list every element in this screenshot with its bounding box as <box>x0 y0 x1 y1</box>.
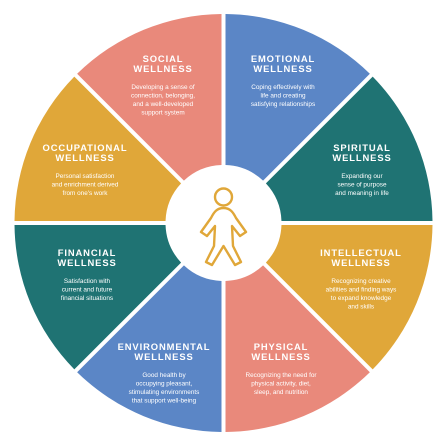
segment-desc-occupational-line-1: Personal satisfaction <box>56 173 115 180</box>
segment-desc-social-line-4: support system <box>141 110 184 117</box>
segments-layer <box>14 14 433 432</box>
segment-desc-environmental-line-3: stimulating environments <box>129 389 200 396</box>
segment-title-emotional-line-2: WELLNESS <box>253 63 312 74</box>
segment-desc-physical-line-1: Recognizing the need for <box>245 372 317 379</box>
segment-environmental <box>77 265 222 432</box>
segment-desc-occupational-line-2: and enrichment derived <box>52 182 119 189</box>
segment-title-financial-line-2: WELLNESS <box>57 257 116 268</box>
person-icon-body <box>199 206 248 267</box>
segment-title-social-line-1: SOCIAL <box>143 53 184 64</box>
segment-desc-emotional-line-3: satisfying relationships <box>251 101 315 108</box>
segment-title-occupational-line-1: OCCUPATIONAL <box>43 142 128 153</box>
segment-financial <box>14 225 182 370</box>
person-icon-head <box>213 187 234 207</box>
center-hub <box>166 166 281 280</box>
segment-desc-social-line-3: and a well-developed <box>133 101 194 108</box>
segment-intellectual <box>265 225 433 370</box>
segment-desc-spiritual-line-3: and meaning in life <box>335 190 389 197</box>
segment-physical <box>225 265 370 432</box>
segment-desc-intellectual-line-1: Recognizing creative <box>331 278 391 285</box>
segment-desc-spiritual-line-1: Expanding our <box>341 173 383 180</box>
segment-desc-financial-line-2: current and future <box>62 287 113 294</box>
segment-desc-environmental-line-4: that support well-being <box>132 398 197 405</box>
segment-desc-environmental-line-2: occupying pleasant, <box>136 381 193 388</box>
segment-desc-emotional-line-1: Coping effectively with <box>251 84 315 91</box>
center-circle <box>166 166 281 280</box>
segment-title-environmental-line-2: WELLNESS <box>134 351 193 362</box>
segment-title-emotional-line-1: EMOTIONAL <box>251 53 315 64</box>
segment-desc-emotional-line-2: life and creating <box>260 93 306 100</box>
segment-desc-intellectual-line-4: and skills <box>348 304 374 311</box>
person-icon <box>199 187 248 267</box>
segment-title-occupational-line-2: WELLNESS <box>55 152 114 163</box>
segment-title-physical-line-1: PHYSICAL <box>254 341 309 352</box>
segment-desc-occupational-line-3: from one's work <box>63 190 109 197</box>
segment-desc-social-line-1: Developing a sense of <box>131 84 194 91</box>
segment-title-spiritual-line-1: SPIRITUAL <box>333 142 391 153</box>
segment-title-physical-line-2: WELLNESS <box>251 351 310 362</box>
segment-spiritual <box>265 76 433 221</box>
segment-desc-physical-line-2: physical activity, diet, <box>251 381 311 388</box>
segment-title-intellectual-line-2: WELLNESS <box>331 257 390 268</box>
segment-desc-spiritual-line-2: sense of purpose <box>337 182 386 189</box>
segment-desc-social-line-2: connection, belonging, <box>131 93 195 100</box>
segment-social <box>77 14 222 181</box>
segment-title-financial-line-1: FINANCIAL <box>58 247 117 258</box>
segment-occupational <box>14 76 182 221</box>
segment-desc-physical-line-3: sleep, and nutrition <box>254 389 308 396</box>
segment-desc-financial-line-3: financial situations <box>61 295 113 302</box>
segment-title-social-line-2: WELLNESS <box>133 63 192 74</box>
segment-title-intellectual-line-1: INTELLECTUAL <box>320 247 402 258</box>
segment-desc-environmental-line-1: Good health by <box>142 372 186 379</box>
segment-desc-financial-line-1: Satisfaction with <box>64 278 111 285</box>
segment-title-spiritual-line-2: WELLNESS <box>332 152 391 163</box>
segment-title-environmental-line-1: ENVIRONMENTAL <box>118 341 211 352</box>
segment-emotional <box>225 14 370 181</box>
segment-desc-intellectual-line-3: to expand knowledge <box>331 295 392 302</box>
segment-desc-intellectual-line-2: abilities and finding ways <box>326 287 397 294</box>
